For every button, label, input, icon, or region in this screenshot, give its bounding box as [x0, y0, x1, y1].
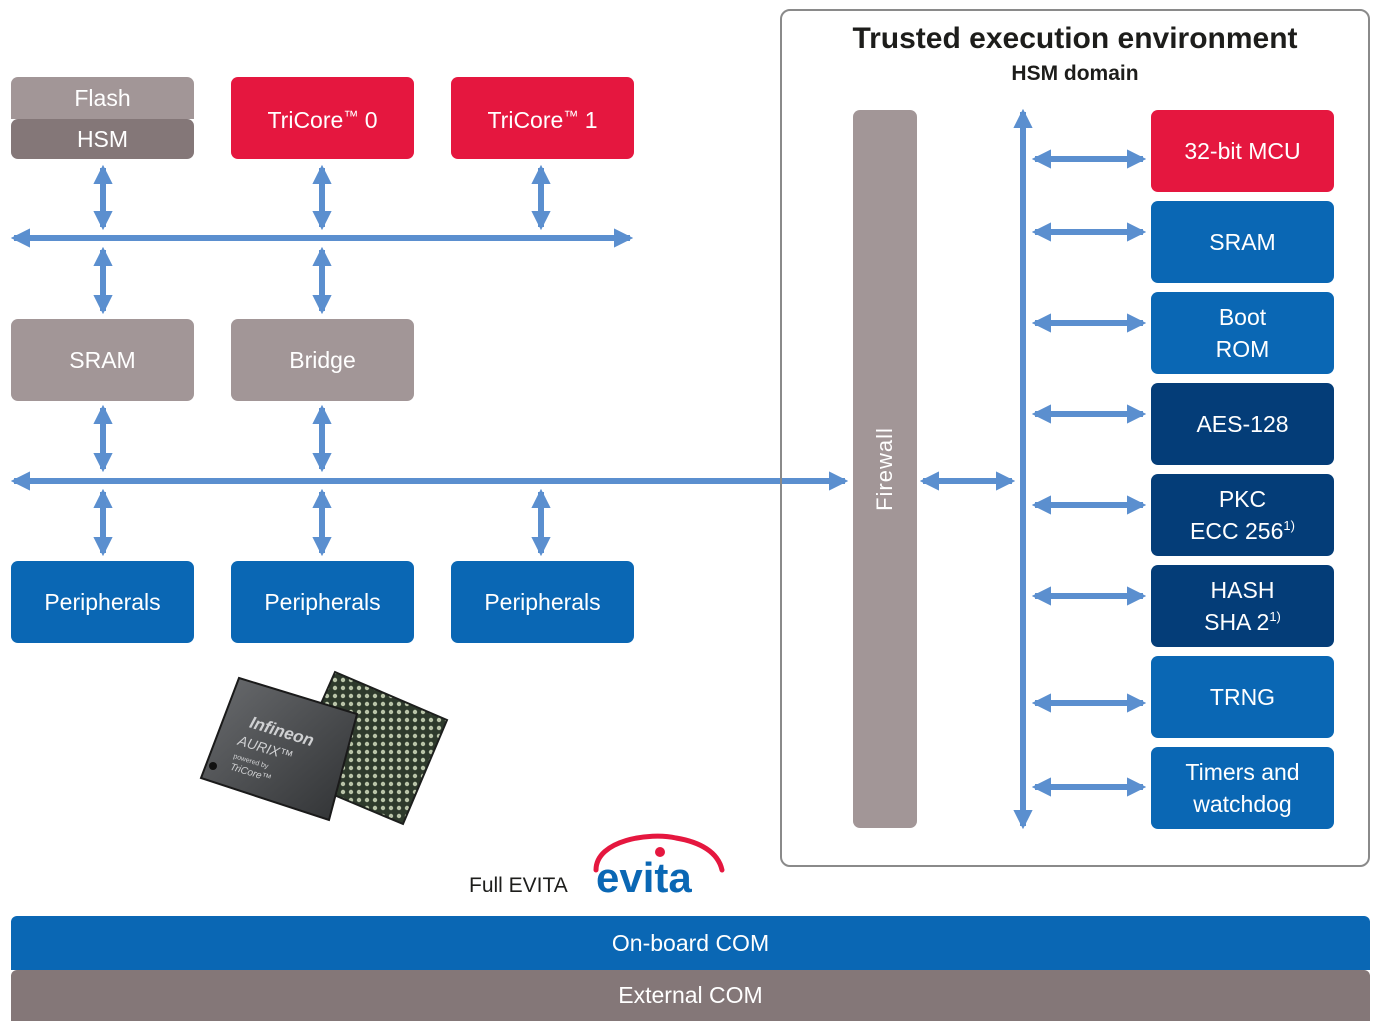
flash-hsm-block: Flash HSM: [11, 77, 194, 159]
onboard-com-bar: On-board COM: [11, 916, 1370, 970]
pkc-box: PKC ECC 2561): [1151, 474, 1334, 556]
onboard-com-label: On-board COM: [611, 929, 770, 956]
firewall-label: Firewall: [872, 427, 897, 511]
peripherals-box-3: Peripherals: [451, 561, 634, 643]
aes-label: AES-128: [1196, 411, 1289, 437]
hash-label-line1: HASH: [1210, 577, 1275, 603]
bootrom-label-line2: ROM: [1215, 336, 1270, 362]
flash-box: Flash: [11, 77, 194, 119]
timers-label-line2: watchdog: [1193, 791, 1292, 817]
full-evita-label: Full EVITA: [469, 874, 568, 897]
evita-logo: evita: [593, 833, 725, 900]
flash-label: Flash: [74, 84, 131, 111]
tee-frame: [780, 9, 1370, 867]
bootrom-label-line1: Boot: [1218, 304, 1267, 330]
hash-box: HASH SHA 21): [1151, 565, 1334, 647]
hash-footnote: 1): [1269, 609, 1281, 624]
tee-subtitle: HSM domain: [1011, 62, 1139, 85]
tricore0-label: TriCore™ 0: [267, 106, 378, 133]
hsm-box: HSM: [11, 119, 194, 159]
timers-label-line1: Timers and: [1185, 759, 1300, 785]
peripherals-label: Peripherals: [44, 589, 161, 615]
tricore0-box: TriCore™ 0: [231, 77, 414, 159]
tricore1-label: TriCore™ 1: [487, 106, 598, 133]
pkc-footnote: 1): [1283, 518, 1295, 533]
hash-label-line2: SHA 21): [1204, 609, 1281, 635]
hsm-sram-label: SRAM: [1209, 229, 1276, 255]
pkc-label-line1: PKC: [1218, 486, 1267, 512]
sram-label: SRAM: [69, 347, 136, 373]
bridge-box: Bridge: [231, 319, 414, 401]
hsm-mcu-label: 32-bit MCU: [1184, 138, 1301, 164]
peripherals-label: Peripherals: [484, 589, 601, 615]
hsm-sram-box: SRAM: [1151, 201, 1334, 283]
hsm-mcu-box: 32-bit MCU: [1151, 110, 1334, 192]
tricore1-box: TriCore™ 1: [451, 77, 634, 159]
tee-title: Trusted execution environment: [852, 22, 1298, 55]
aes-box: AES-128: [1151, 383, 1334, 465]
evita-logo-text: evita: [596, 854, 692, 900]
sram-box: SRAM: [11, 319, 194, 401]
peripherals-box-2: Peripherals: [231, 561, 414, 643]
bridge-label: Bridge: [289, 347, 356, 373]
trng-label: TRNG: [1209, 684, 1276, 710]
external-com-label: External COM: [618, 982, 763, 1008]
peripherals-box-1: Peripherals: [11, 561, 194, 643]
peripherals-label: Peripherals: [264, 589, 381, 615]
pkc-label-line2: ECC 2561): [1190, 518, 1295, 544]
trng-box: TRNG: [1151, 656, 1334, 738]
firewall-box: Firewall: [853, 110, 917, 828]
aurix-chip-image: Infineon AURIX™ powered by TriCore™: [199, 670, 449, 826]
bootrom-box: Boot ROM: [1151, 292, 1334, 374]
timers-box: Timers and watchdog: [1151, 747, 1334, 829]
external-com-bar: External COM: [11, 970, 1370, 1021]
hsm-label: HSM: [76, 125, 129, 152]
